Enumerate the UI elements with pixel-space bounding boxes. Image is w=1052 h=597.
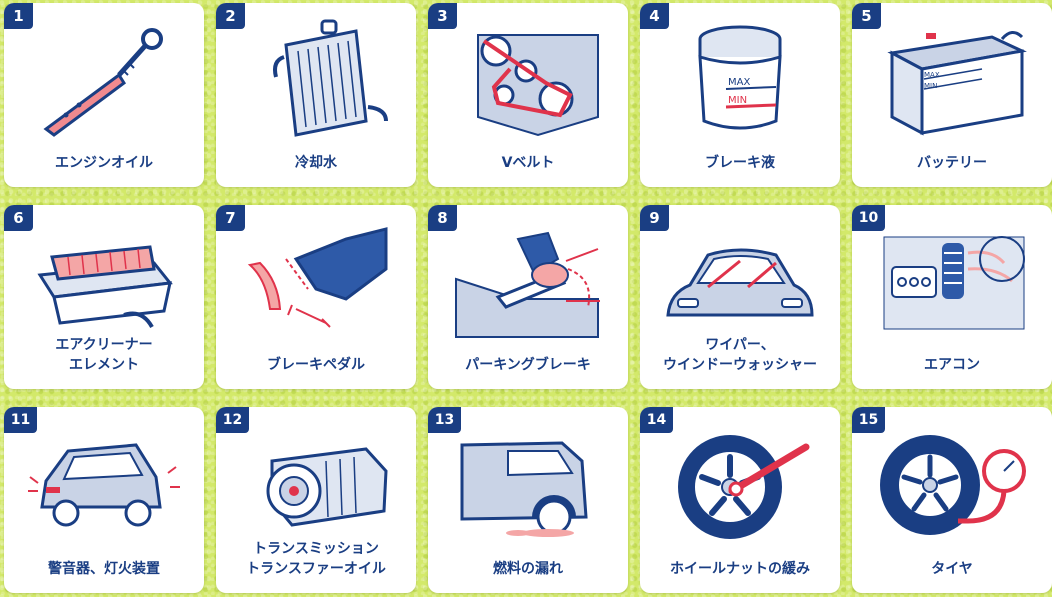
item-number-badge: 8 [428,205,457,231]
item-card-wheel-nut[interactable]: 14 ホイールナットの緩み [640,407,840,593]
min-mark: MIN [728,95,747,106]
item-number-badge: 3 [428,3,457,29]
item-number-badge: 5 [852,3,881,29]
item-label: ワイパー、 ウインドーウォッシャー [663,337,817,373]
item-label: エアコン [924,357,980,373]
item-card-brake-fluid[interactable]: 4 MAX MIN ブレーキ液 [640,3,840,187]
car-lights-icon [28,443,180,527]
dipstick-icon [43,28,163,137]
item-card-engine-oil[interactable]: 1 エンジンオイル [4,3,204,187]
battery-max-mark: MAX [924,71,940,79]
item-card-parking-brake[interactable]: 8 パーキングブレーキ [428,205,628,389]
item-card-v-belt[interactable]: 3 Vベルト [428,3,628,187]
item-number-badge: 4 [640,3,669,29]
brake-fluid-reservoir-icon: MAX MIN [698,25,782,130]
item-card-air-conditioner[interactable]: 10 エアコン [852,205,1052,389]
item-number-badge: 2 [216,3,245,29]
transmission-icon [266,447,388,527]
item-card-transmission[interactable]: 12 トランスミッション トランスファーオイル [216,407,416,593]
item-number-badge: 7 [216,205,245,231]
item-card-battery[interactable]: 5 MAX MIN バッテリー [852,3,1052,187]
item-card-air-cleaner[interactable]: 6 エアクリーナー エレメント [4,205,204,389]
item-label: バッテリー [917,155,987,171]
battery-icon: MAX MIN [887,31,1027,136]
item-label: 警音器、灯火装置 [48,561,160,577]
item-card-coolant[interactable]: 2 冷却水 [216,3,416,187]
item-card-tire[interactable]: 15 タイヤ [852,407,1052,593]
brake-pedal-icon [247,227,388,328]
item-label: ブレーキ液 [705,155,775,171]
air-cleaner-icon [37,245,173,329]
item-label: ホイールナットの緩み [670,561,810,577]
item-label: ブレーキペダル [267,357,365,373]
item-number-badge: 9 [640,205,669,231]
item-card-fuel-leak[interactable]: 13 燃料の漏れ [428,407,628,593]
item-card-wiper[interactable]: 9 ワイパー、 ウインドーウォッシャー [640,205,840,389]
item-card-horn-lights[interactable]: 11 警音器、灯火装置 [4,407,204,593]
item-label: タイヤ [931,561,973,577]
item-card-brake-pedal[interactable]: 7 ブレーキペダル [216,205,416,389]
fuel-leak-icon [460,441,588,537]
item-number-badge: 12 [216,407,249,433]
item-number-badge: 11 [4,407,37,433]
item-label: 燃料の漏れ [493,561,563,577]
item-number-badge: 6 [4,205,33,231]
radiator-icon [273,19,388,137]
wheel-nut-icon [678,435,810,539]
parking-brake-icon [455,231,600,338]
air-conditioner-icon [883,236,1025,330]
item-label: トランスミッション トランスファーオイル [246,541,386,577]
item-number-badge: 15 [852,407,885,433]
item-number-badge: 14 [640,407,673,433]
item-number-badge: 10 [852,205,885,231]
item-number-badge: 1 [4,3,33,29]
wiper-icon [666,248,814,317]
battery-min-mark: MIN [924,82,937,90]
item-label: エアクリーナー エレメント [55,337,153,373]
item-label: パーキングブレーキ [465,357,591,373]
item-label: 冷却水 [295,155,337,171]
item-label: Vベルト [501,155,555,171]
item-number-badge: 13 [428,407,461,433]
tire-pressure-icon [880,435,1026,535]
max-mark: MAX [728,77,750,88]
item-label: エンジンオイル [55,155,153,171]
v-belt-icon [477,34,599,137]
